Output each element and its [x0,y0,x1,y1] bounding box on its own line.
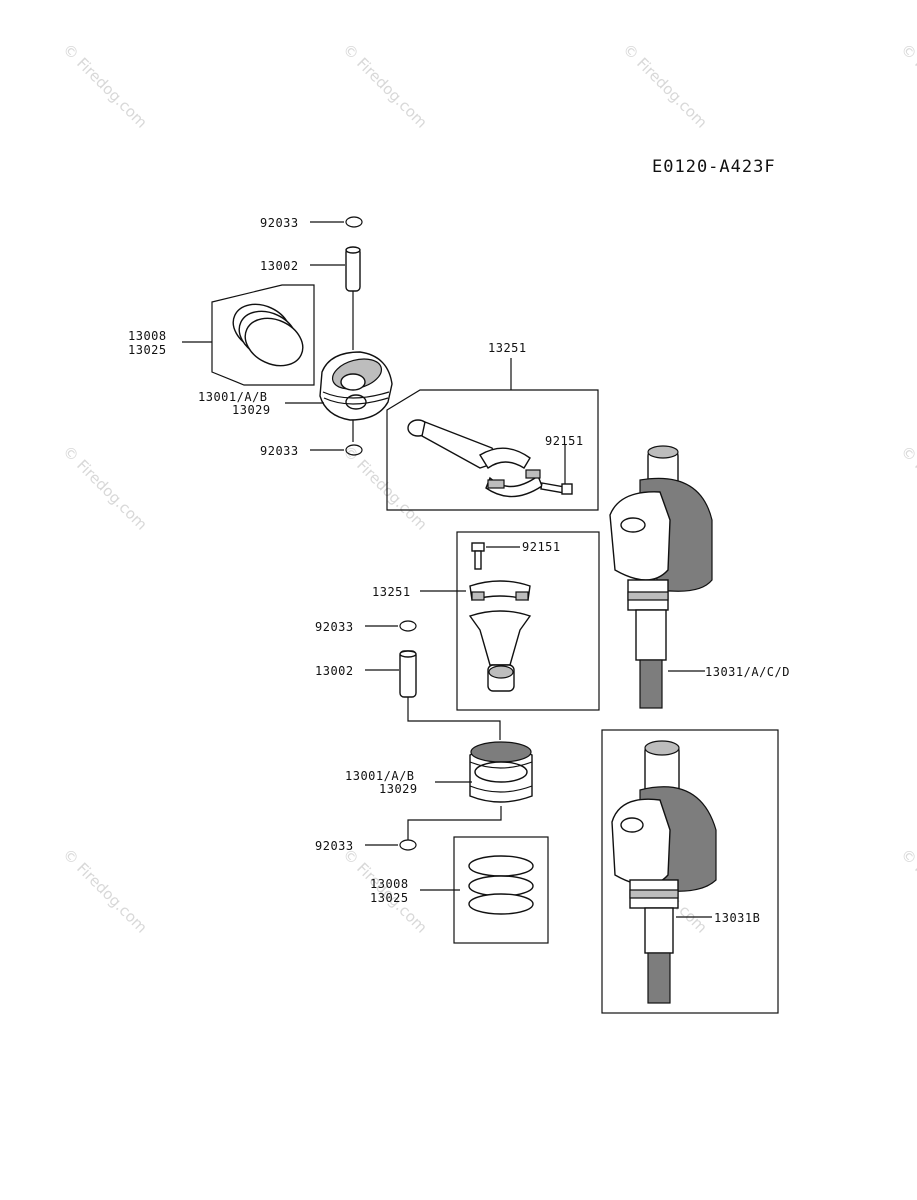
label-circlip-mid: 92033 [315,620,354,634]
watermark: © Firedog.com [897,40,917,132]
watermark: © Firedog.com [59,40,151,132]
label-rod-top: 13251 [488,341,527,355]
label-rings-mid-a: 13008 [370,877,409,891]
circlip-top: 92033 [260,216,363,230]
watermark: © Firedog.com [339,40,431,132]
piston-rings-top: 13008 13025 [128,284,315,386]
watermark: © Firedog.com [897,442,917,534]
piston-pin-top: 13002 [260,246,361,350]
label-rings-top-b: 13025 [128,343,167,357]
connecting-rod-mid: 92151 13251 [372,531,600,711]
diagram-code: E0120-A423F [652,157,776,177]
piston-rings-mid: 13008 13025 [370,836,549,944]
label-piston-mid-a: 13001/A/B [345,769,415,783]
circlip-mid: 92033 [315,620,417,634]
connecting-rod-top: 13251 92151 [386,341,599,511]
circlip-mid-lower: 92033 [315,839,417,853]
piston-top: 13001/A/B 13029 [198,351,393,421]
circlip-top-lower: 92033 [260,420,363,458]
piston-pin-mid: 13002 [315,650,501,740]
label-circlip-top: 92033 [260,216,299,230]
crankshaft-a: 13031/A/C/D [609,445,790,709]
watermark: © Firedog.com [339,442,431,534]
label-crank-b: 13031B [714,911,760,925]
label-pin-top: 13002 [260,259,299,273]
label-piston-top-b: 13029 [232,403,271,417]
label-rod-mid: 13251 [372,585,411,599]
watermark: © Firedog.com [897,845,917,937]
watermark: © Firedog.com [59,845,151,937]
label-crank-a: 13031/A/C/D [705,665,790,679]
label-bolt-mid: 92151 [522,540,561,554]
crankshaft-b: 13031B [601,729,779,1014]
label-rings-mid-b: 13025 [370,891,409,905]
label-circlip-top-lower: 92033 [260,444,299,458]
watermark: © Firedog.com [619,40,711,132]
label-circlip-mid-lower: 92033 [315,839,354,853]
label-piston-mid-b: 13029 [379,782,418,796]
label-bolt-top: 92151 [545,434,584,448]
label-piston-top-a: 13001/A/B [198,390,268,404]
watermark: © Firedog.com [59,442,151,534]
piston-mid: 13001/A/B 13029 [345,741,533,840]
label-pin-mid: 13002 [315,664,354,678]
label-rings-top-a: 13008 [128,329,167,343]
